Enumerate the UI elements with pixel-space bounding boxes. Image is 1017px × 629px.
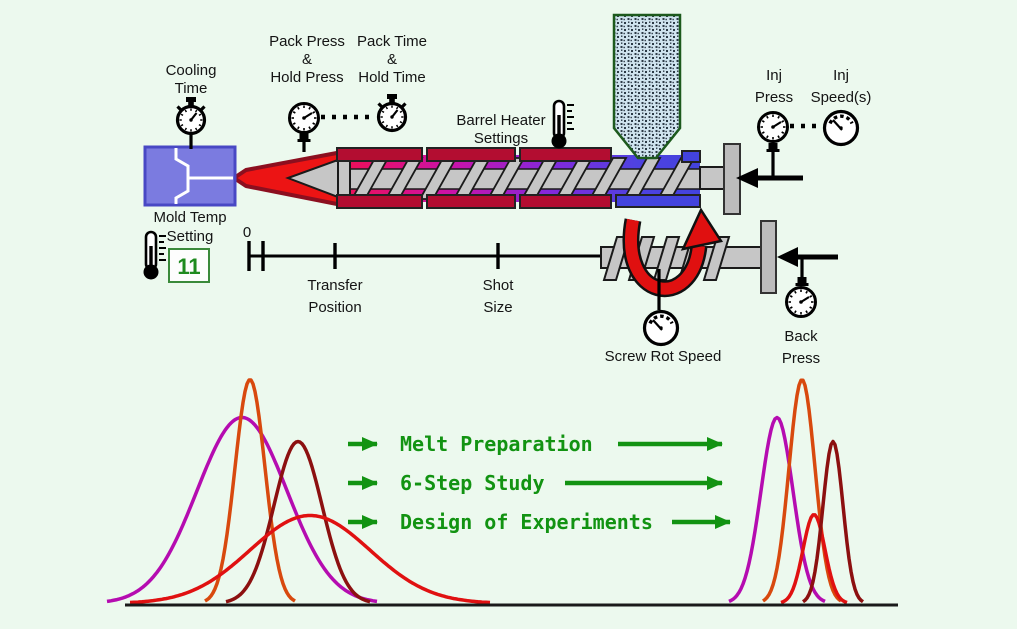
curve-group-after xyxy=(728,378,865,605)
recovery-flange xyxy=(760,220,777,294)
barrel-assembly xyxy=(232,143,741,215)
mold-block xyxy=(143,145,237,207)
mold-group xyxy=(143,145,237,207)
inj-press-gauge-icon xyxy=(759,113,788,142)
screw-check-ring xyxy=(337,156,351,201)
shot-size-label-2: Size xyxy=(483,299,512,316)
pack-press-gauge-icon xyxy=(290,104,319,133)
distribution-curve xyxy=(204,378,296,603)
injection-flange xyxy=(723,143,741,215)
cooling-time-label-1: Cooling xyxy=(166,62,217,79)
inj-press-group: Inj Press xyxy=(736,67,803,188)
stroke-scale-group: 0 xyxy=(243,224,611,271)
back-press-group: Back Press xyxy=(777,247,838,367)
distribution-curve xyxy=(728,415,826,603)
mold-temp-label-2: Setting xyxy=(167,228,214,245)
cooling-time-group: Cooling Time xyxy=(166,62,217,149)
pack-hold-time-group: Pack Time & Hold Time xyxy=(357,33,427,131)
pack-time-stopwatch-icon xyxy=(379,94,406,131)
mold-temp-value-box xyxy=(168,248,210,283)
back-press-gauge-icon xyxy=(787,288,816,317)
barrel-heater-group: Barrel Heater Settings xyxy=(456,99,576,151)
distribution-curve xyxy=(129,513,491,605)
screw-shank xyxy=(699,166,727,190)
cooling-time-label-2: Time xyxy=(175,80,208,97)
cooling-time-stopwatch-icon xyxy=(178,97,205,134)
curve-group-before xyxy=(106,378,491,605)
pack-time-label-3: Hold Time xyxy=(358,69,426,86)
transfer-position-label-2: Position xyxy=(308,299,361,316)
distribution-curve xyxy=(761,378,843,603)
back-press-label-2: Press xyxy=(782,350,820,367)
hopper xyxy=(612,13,682,160)
pack-press-label-1: Pack Press xyxy=(269,33,345,50)
scale-zero-label: 0 xyxy=(243,224,251,241)
distribution-curve xyxy=(801,439,865,604)
screw-rot-speed-speedometer-icon xyxy=(642,309,680,347)
mold-temp-thermometer-icon xyxy=(141,230,168,282)
mold-temp-label-1: Mold Temp xyxy=(153,209,226,226)
mold-temp-group: Mold Temp Setting 11 xyxy=(141,209,227,283)
barrel-heater-label-1: Barrel Heater xyxy=(456,112,545,129)
process-steps-group: Melt Preparation 6-Step Study Design of … xyxy=(348,432,731,534)
barrel-heater-thermometer-icon xyxy=(549,99,576,151)
inj-arrow-head xyxy=(736,168,758,188)
barrel-rear-casing-bottom xyxy=(615,194,701,208)
inj-press-label-2: Press xyxy=(755,89,793,106)
inj-speed-label-2: Speed(s) xyxy=(811,89,872,106)
barrel-heater-label-2: Settings xyxy=(474,130,528,147)
screw-rot-speed-group: Screw Rot Speed xyxy=(605,269,722,365)
inj-speed-speedometer-icon xyxy=(822,109,860,147)
recovery-screw-group xyxy=(600,207,777,297)
step-2-label: 6-Step Study xyxy=(400,471,545,495)
step-1-label: Melt Preparation xyxy=(400,432,593,456)
distribution-curve xyxy=(106,415,378,604)
pack-time-label-1: Pack Time xyxy=(357,33,427,50)
pack-press-label-3: Hold Press xyxy=(270,69,343,86)
screw-rot-speed-label: Screw Rot Speed xyxy=(605,348,722,365)
barrel-rear-casing-top xyxy=(681,150,701,163)
distribution-curve xyxy=(225,439,371,604)
shot-size-label-1: Shot xyxy=(483,277,515,294)
pack-press-label-2: & xyxy=(302,51,312,68)
inj-press-label-1: Inj xyxy=(766,67,782,84)
back-press-arrow-head xyxy=(777,247,798,267)
distribution-curve xyxy=(780,513,848,605)
mold-temp-value: 11 xyxy=(177,254,200,279)
inj-speed-label-1: Inj xyxy=(833,67,849,84)
step-3-label: Design of Experiments xyxy=(400,510,653,534)
inj-speed-group: Inj Speed(s) xyxy=(790,67,872,147)
rotation-arrow-head xyxy=(680,207,724,251)
back-press-label-1: Back xyxy=(784,328,818,345)
transfer-position-label-1: Transfer xyxy=(307,277,362,294)
pack-time-label-2: & xyxy=(387,51,397,68)
barrel-heater-bands xyxy=(336,147,612,209)
pack-hold-press-group: Pack Press & Hold Press xyxy=(269,33,376,152)
